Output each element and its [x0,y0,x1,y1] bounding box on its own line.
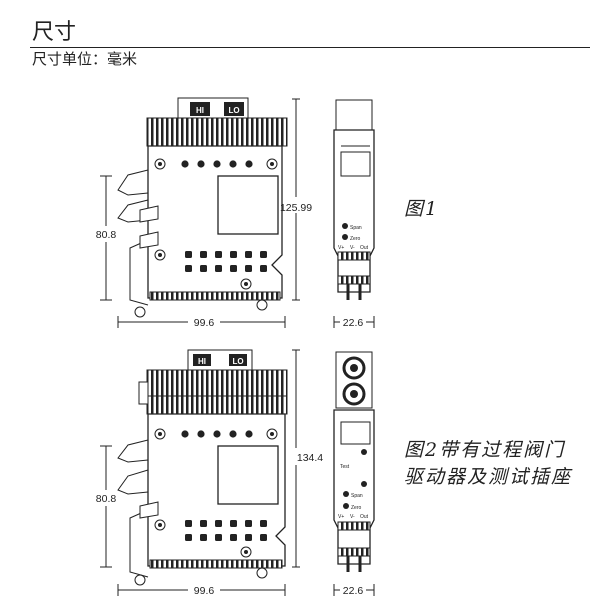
fig2-hi-label: HI [198,357,206,366]
fig2-vminus-label: V- [350,514,355,520]
fig2-out-label: Out [360,514,369,520]
fig2-span-label: Span [351,493,363,499]
fig1-width-value: 99.6 [194,317,215,329]
figure1-front-view: HI LO [117,97,288,318]
fig2-vplus-label: V+ [338,514,344,520]
figure2-side-view: Test Span Zero V+ V- Out [333,351,375,572]
fig2-test-label: Test [340,464,350,470]
fig2-depth-value: 22.6 [343,585,364,597]
fig1-out-label: Out [360,245,369,251]
fig1-lo-label: LO [228,106,239,115]
fig1-rail-height-value: 80.8 [96,229,117,241]
title-underline [30,47,590,48]
fig1-vminus-label: V- [350,245,355,251]
figure2-caption: 图2带有过程阀门驱动器及测试插座 [404,439,573,488]
figure1-side-view: Span Zero V+ V- Out [333,99,375,300]
section-title: 尺寸 [32,20,77,45]
fig1-hi-label: HI [196,106,204,115]
fig2-zero-label: Zero [351,505,362,511]
fig1-vplus-label: V+ [338,245,344,251]
fig2-height-value: 134.4 [297,452,323,464]
fig1-depth-value: 22.6 [343,317,364,329]
fig2-rail-height-value: 80.8 [96,493,117,505]
fig1-zero-label: Zero [350,236,361,242]
figure1-dimensions: 125.99 80.8 99.6 22.6 [96,98,375,329]
fig2-lo-label: LO [232,357,243,366]
fig1-span-label: Span [350,225,362,231]
figure2-front-view: HI LO [117,349,288,586]
unit-note: 尺寸单位：毫米 [32,50,138,68]
fig2-width-value: 99.6 [194,585,215,597]
figure2-dimensions: 134.4 80.8 99.6 22.6 [96,349,375,597]
figure1-caption: 图1 [404,198,440,220]
fig1-height-value: 125.99 [280,202,312,214]
